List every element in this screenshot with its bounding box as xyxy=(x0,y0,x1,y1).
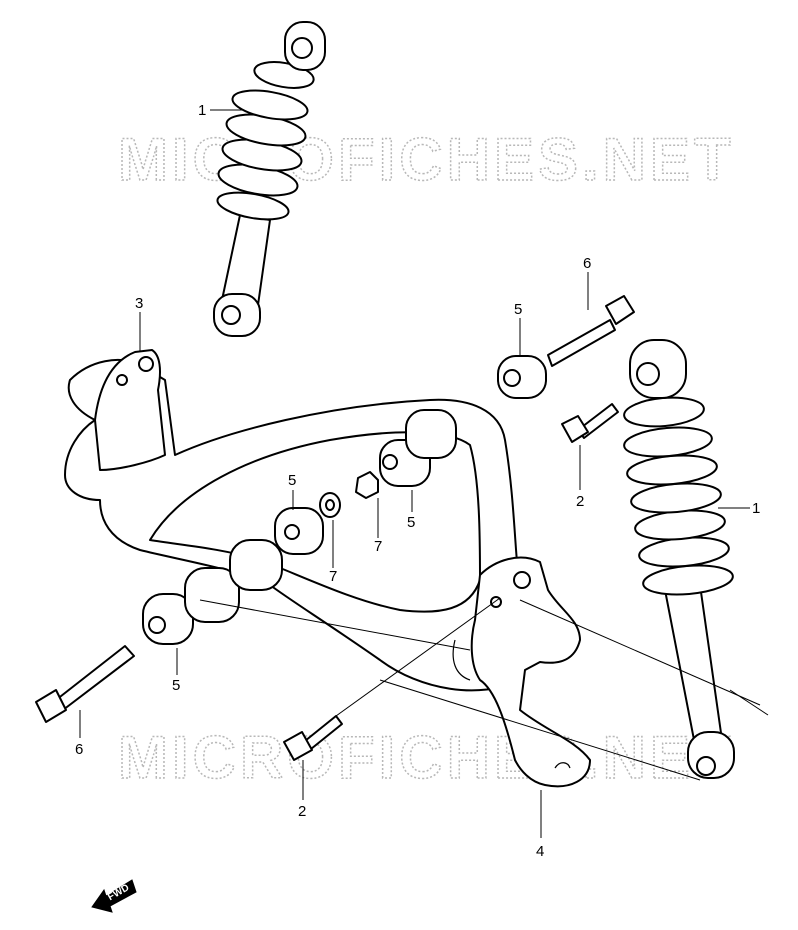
callout-7-right: 7 xyxy=(374,538,382,555)
watermark-top: MICROFICHES.NET xyxy=(118,126,735,193)
bolt-top-right xyxy=(547,295,635,367)
callout-4: 4 xyxy=(536,843,544,860)
callout-2-right: 2 xyxy=(576,493,584,510)
callout-1-right: 1 xyxy=(752,500,760,517)
callout-leaders xyxy=(79,109,750,838)
bushing-group-right xyxy=(355,355,547,499)
shock-absorber-right xyxy=(623,339,735,779)
guide-lines xyxy=(199,597,769,781)
bolt-bottom-middle xyxy=(283,715,343,761)
callout-5-bottom-left: 5 xyxy=(172,677,180,694)
callout-7-left: 7 xyxy=(329,568,337,585)
bolt-small-right xyxy=(561,403,619,443)
watermark-bottom: MICROFICHES.NET xyxy=(118,724,735,791)
callout-6-top-right: 6 xyxy=(583,255,591,272)
bushing-group-left xyxy=(142,492,341,645)
callout-1-top: 1 xyxy=(198,102,206,119)
bolt-bottom-left xyxy=(35,645,135,723)
callout-5-top-right: 5 xyxy=(514,301,522,318)
callout-5-mid-right: 5 xyxy=(407,514,415,531)
callout-5-mid-left: 5 xyxy=(288,472,296,489)
fwd-arrow-icon: FWD xyxy=(91,879,137,913)
shock-absorber-left xyxy=(213,21,326,337)
callout-2-bottom: 2 xyxy=(298,803,306,820)
callout-3: 3 xyxy=(135,295,143,312)
callout-6-bottom-left: 6 xyxy=(75,741,83,758)
